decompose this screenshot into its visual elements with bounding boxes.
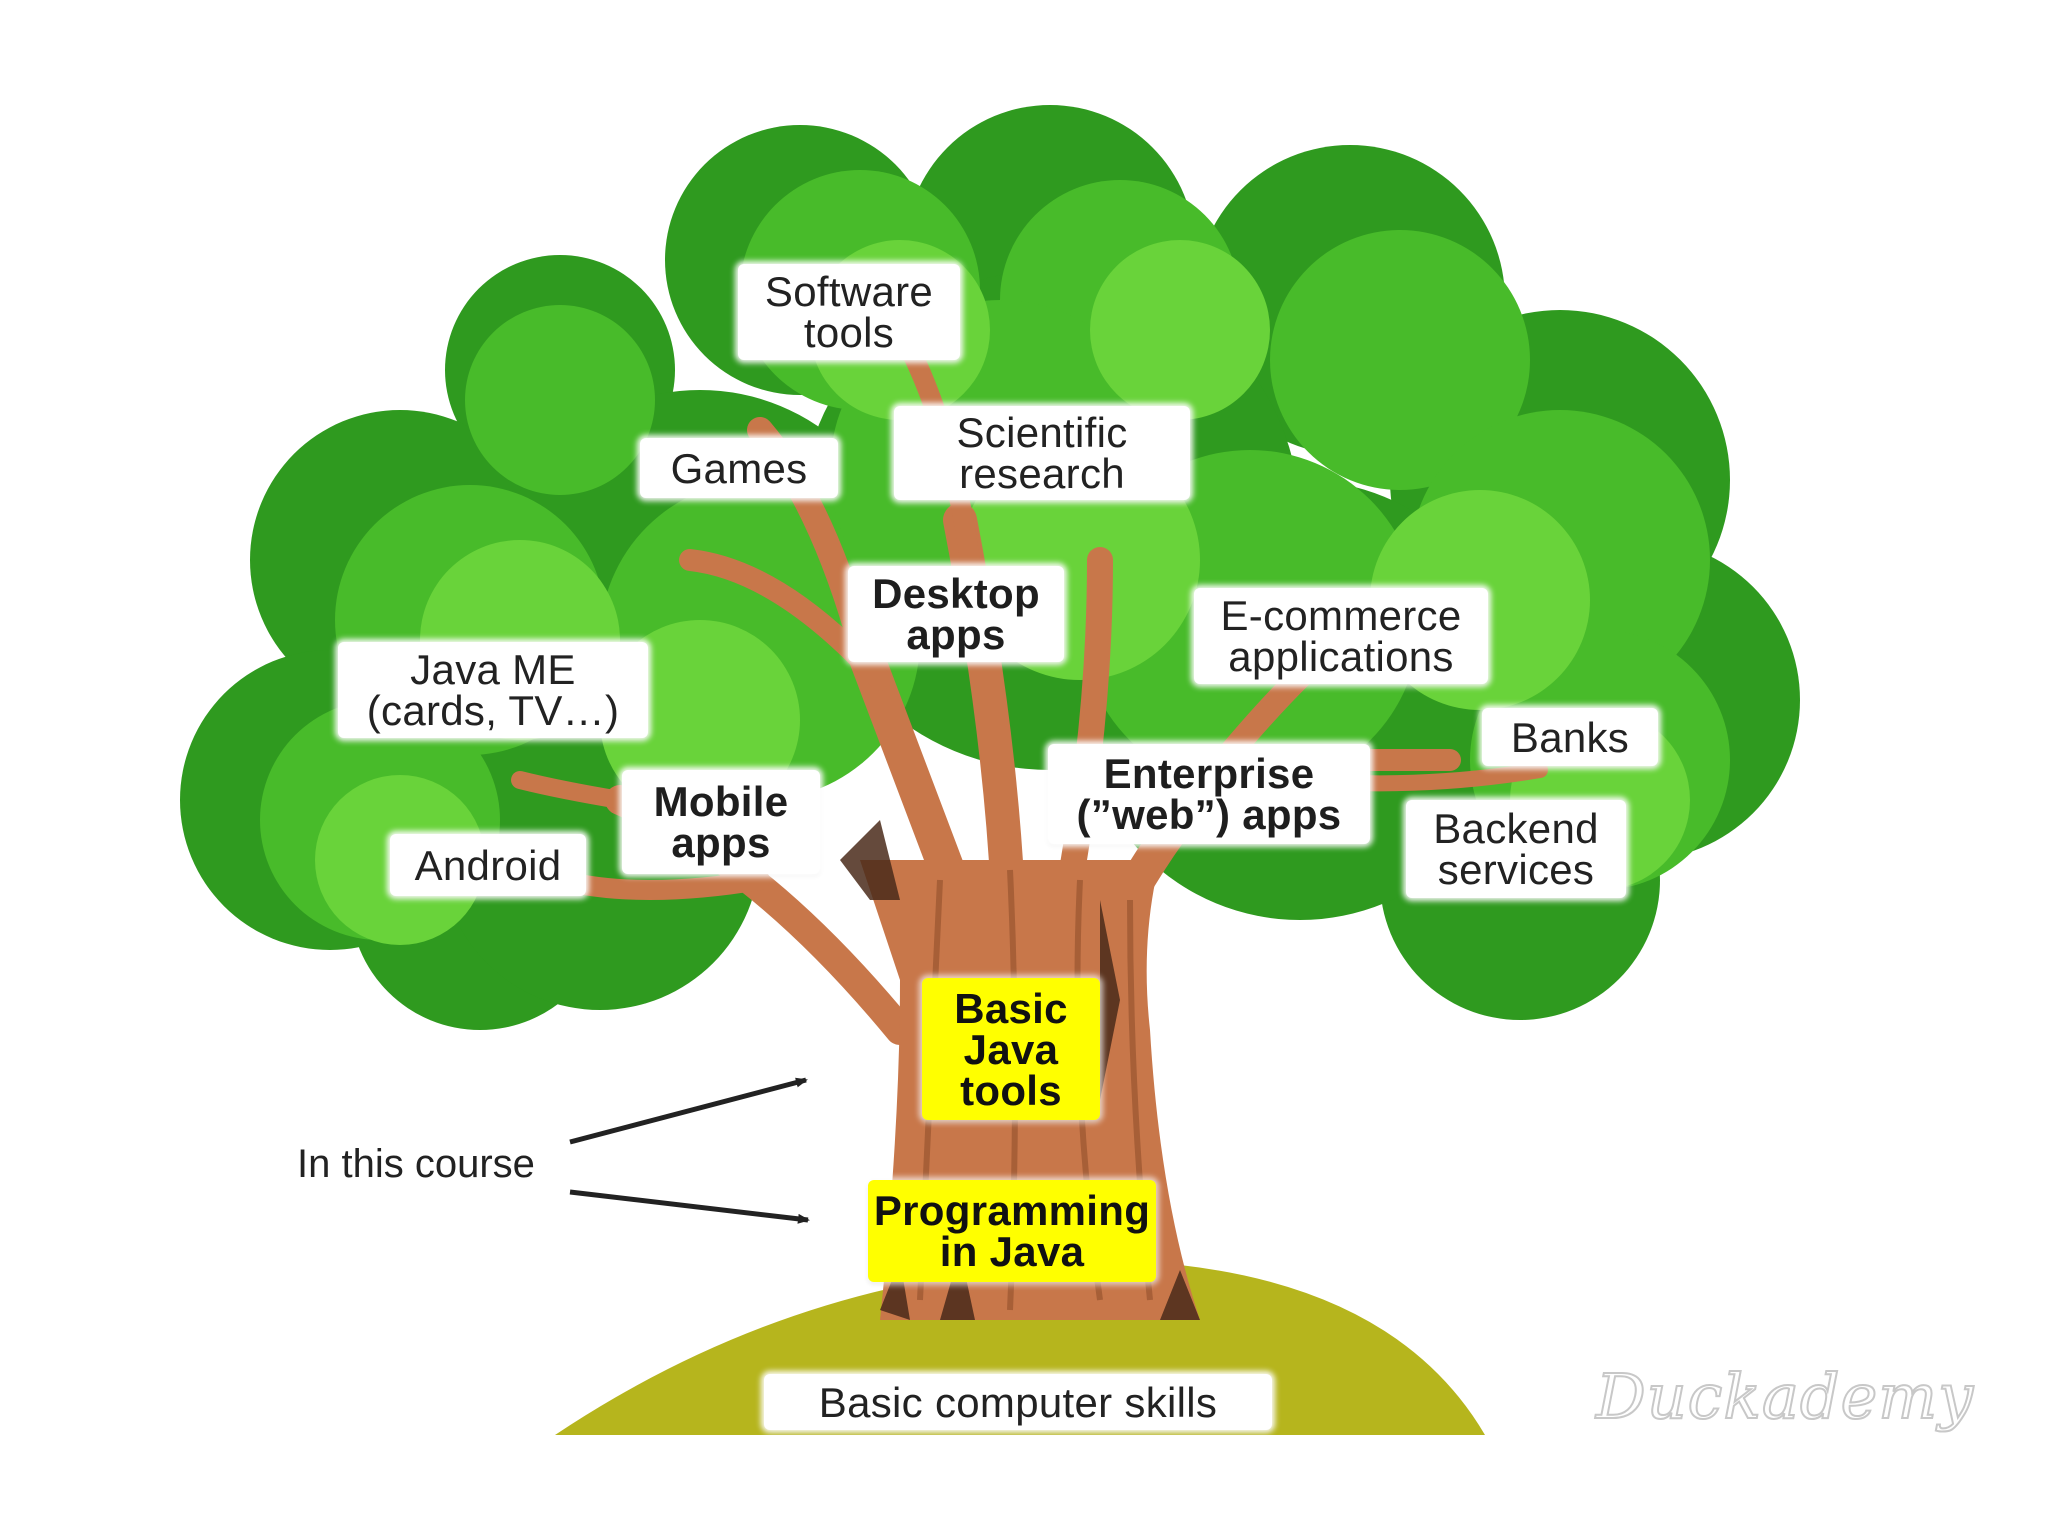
- label-ecommerce: E-commerce applications: [1194, 588, 1488, 684]
- label-basic-java-tools: Basic Java tools: [922, 978, 1100, 1120]
- label-desktop-apps: Desktop apps: [848, 566, 1064, 662]
- brand-watermark: Duckademy: [1595, 1359, 1975, 1434]
- label-games: Games: [640, 438, 838, 498]
- arrow-to-programming-in-java: [569, 1189, 810, 1224]
- label-programming-in-java: Programming in Java: [868, 1180, 1156, 1282]
- label-java-me: Java ME (cards, TV…): [338, 642, 648, 738]
- annotation-in-this-course: In this course: [297, 1142, 535, 1186]
- label-mobile-apps: Mobile apps: [622, 770, 820, 874]
- label-scientific-research: Scientific research: [894, 406, 1190, 500]
- label-enterprise-apps: Enterprise (”web”) apps: [1048, 744, 1370, 844]
- label-banks: Banks: [1482, 708, 1658, 766]
- label-basic-computer-skills: Basic computer skills: [764, 1374, 1272, 1430]
- label-backend-services: Backend services: [1406, 800, 1626, 898]
- arrow-to-basic-java-tools: [569, 1077, 808, 1145]
- label-software-tools: Software tools: [738, 264, 960, 360]
- label-android: Android: [390, 834, 586, 896]
- trunk-shadows: [840, 820, 1200, 1320]
